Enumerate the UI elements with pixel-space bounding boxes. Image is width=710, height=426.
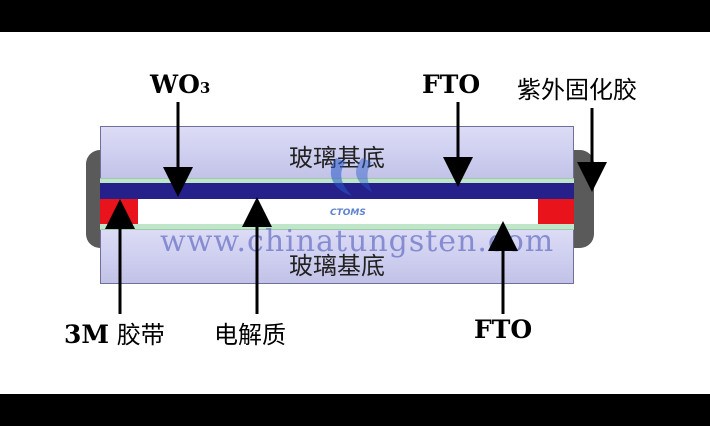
ctoms-logo-icon: [330, 158, 372, 196]
fto-top-label: FTO: [422, 70, 481, 99]
tape-label: 3M 胶带: [64, 320, 165, 349]
pointer-arrows: [105, 102, 607, 314]
wo3-label: WO3: [150, 70, 211, 99]
watermark-logo-text: CTOMS: [330, 208, 366, 218]
uv-glue-label: 紫外固化胶: [517, 76, 637, 104]
tape-spacer-right: [538, 199, 574, 224]
bottom-letterbox-bar: [0, 394, 710, 426]
fto-layer-bottom: [100, 224, 574, 230]
electrolyte-layer: [138, 199, 538, 224]
watermark-url: www.chinatungsten.com: [160, 224, 555, 259]
device-diagram: 玻璃基底 玻璃基底 CTOMS www.chinatungsten.com WO…: [0, 32, 710, 394]
wo3-layer: [100, 183, 574, 199]
glass-bottom-label: 玻璃基底: [289, 252, 385, 280]
fto-bottom-label: FTO: [474, 315, 533, 344]
top-letterbox-bar: [0, 0, 710, 32]
electrolyte-label: 电解质: [214, 321, 286, 349]
